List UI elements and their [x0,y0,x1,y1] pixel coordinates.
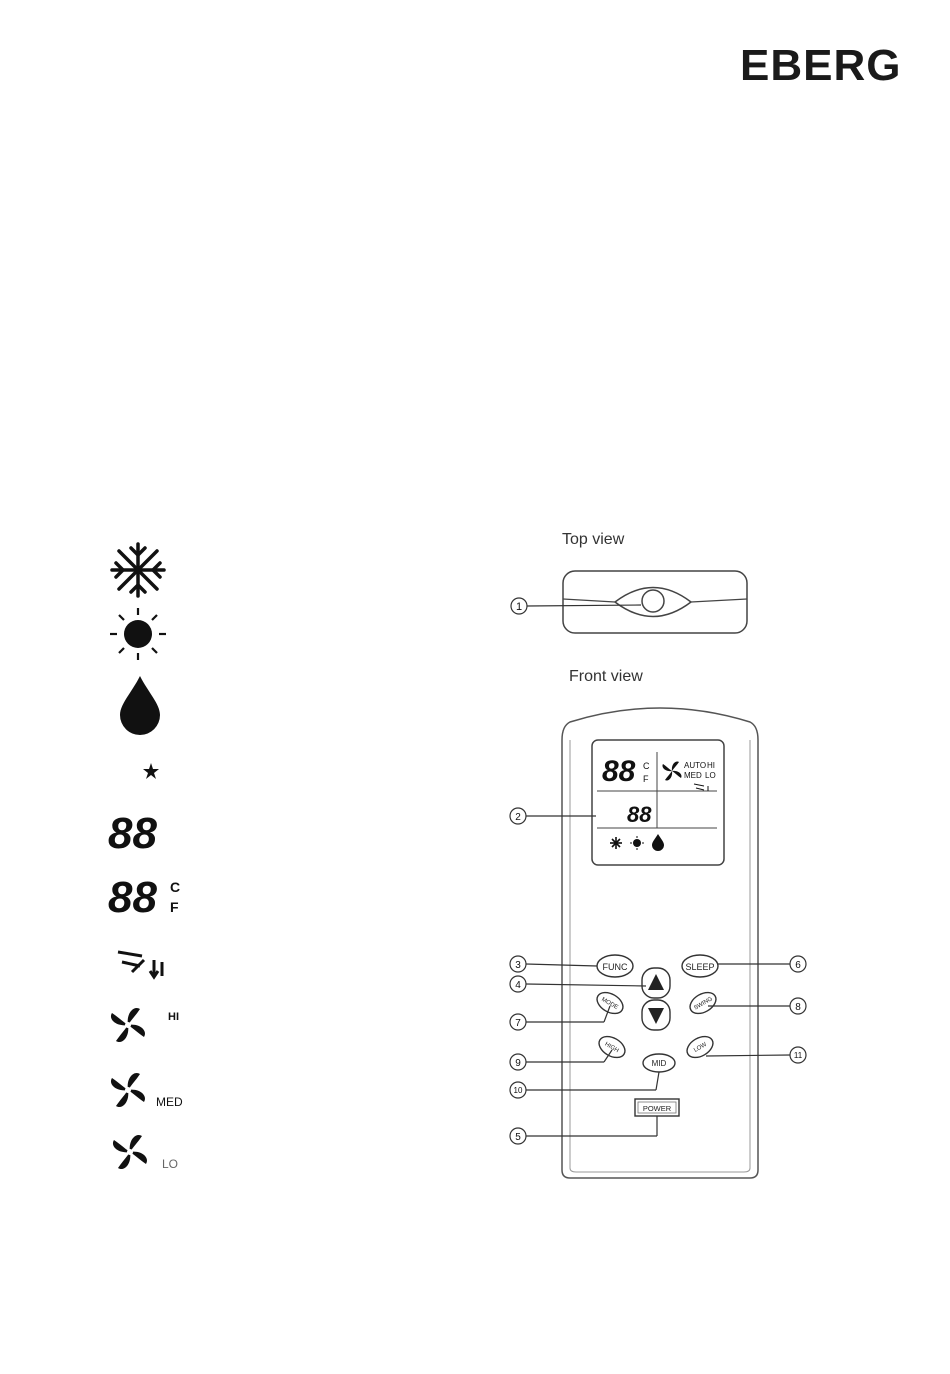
mid-button-label: MID [652,1059,667,1068]
lcd-timer: 88 [627,802,652,827]
callout-11: 11 [794,1051,803,1060]
drop-icon [120,676,160,735]
icon-legend: 88 88 C F HI MED LO [100,540,200,1190]
callout-1: 1 [516,601,522,613]
front-view-diagram: 88 C F AUTO HI MED LO 88 FUNC SLEEP MODE… [500,700,830,1200]
callout-2: 2 [515,812,521,823]
lcd-fan-med: MED [684,771,702,780]
emitter-circle [642,590,664,612]
lcd-unit-f: F [643,774,649,784]
callout-6: 6 [795,960,801,971]
fan-hi-icon [111,1008,145,1042]
celsius-unit-icon: C [170,879,180,895]
fahrenheit-unit-icon: F [170,899,179,915]
callout-3: 3 [515,960,521,971]
lcd-unit-c: C [643,761,650,771]
snowflake-icon [112,544,164,596]
fan-hi-label: HI [168,1011,179,1023]
fan-lo-label: LO [162,1157,178,1171]
top-view-diagram: 1 [505,565,805,655]
swing-icon [118,952,162,977]
sleep-button-label: SLEEP [685,962,714,972]
lcd-fan-auto: AUTO [684,761,706,770]
callout-8: 8 [795,1002,801,1013]
callout-4: 4 [515,980,521,991]
callout-9: 9 [515,1058,521,1069]
temperature-digits-icon: 88 [108,873,157,922]
callout-5: 5 [515,1132,521,1143]
fan-lo-icon [113,1135,147,1169]
lcd-fan-lo: LO [705,771,716,780]
fan-med-label: MED [156,1095,183,1109]
lcd-temperature: 88 [602,755,636,788]
callout-10: 10 [514,1086,523,1095]
brand-logo: EBERG [740,44,901,88]
moon-icon [118,746,159,786]
top-view-label: Top view [562,531,624,549]
fan-med-icon [111,1073,145,1107]
lcd-fan-hi: HI [707,761,715,770]
callout-7: 7 [515,1018,521,1029]
sun-icon [110,608,166,660]
power-button-label: POWER [643,1104,672,1113]
front-view-label: Front view [569,668,643,686]
timer-digits-icon: 88 [108,809,157,858]
func-button-label: FUNC [603,962,628,972]
